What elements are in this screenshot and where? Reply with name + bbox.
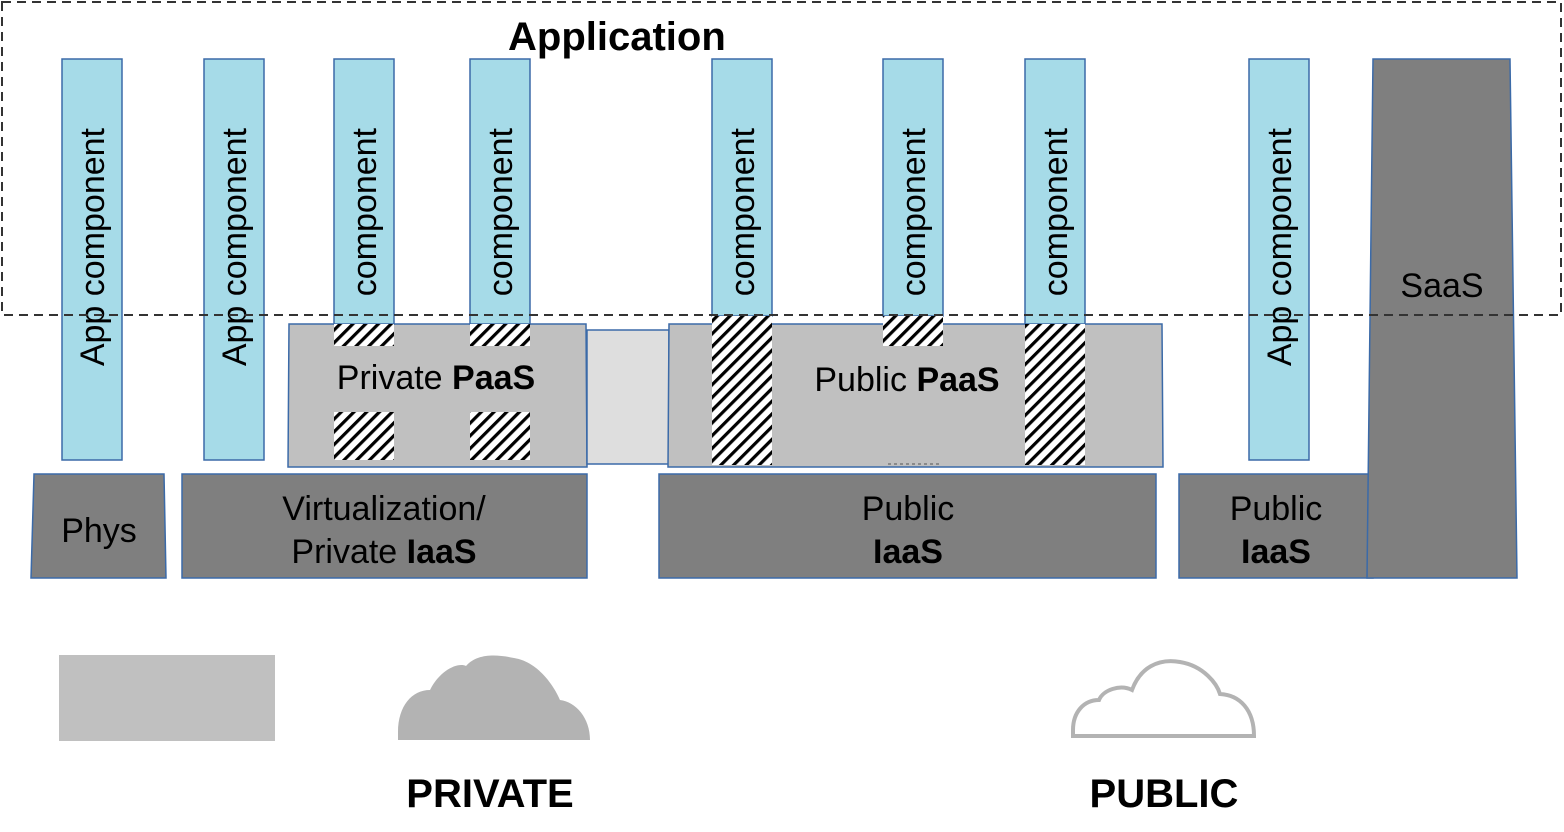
- component-bar: [1248, 58, 1310, 461]
- component-bar: [61, 58, 123, 461]
- component-label: component: [895, 127, 933, 296]
- hatch-area: [883, 316, 943, 346]
- component-bar: [882, 58, 944, 317]
- hatch-area: [334, 324, 394, 346]
- component-bar: [1024, 58, 1086, 325]
- paas-connector: [586, 329, 670, 465]
- public-iaas-label-line2: IaaS: [873, 533, 943, 571]
- component-label: App component: [1261, 127, 1299, 366]
- hatch-area: [1025, 324, 1085, 465]
- component-bar: [333, 58, 395, 325]
- component-label: component: [1037, 127, 1075, 296]
- hatch-area: [470, 412, 530, 460]
- component-bar: [469, 58, 531, 325]
- private-iaas-label: Private IaaS: [291, 533, 476, 571]
- private-cloud-icon: [398, 655, 590, 740]
- application-boundary: [1, 1, 1562, 316]
- hatched-overlaps: [334, 316, 1085, 465]
- private-legend-label: PRIVATE: [406, 772, 573, 816]
- public-legend-label: PUBLIC: [1090, 772, 1239, 816]
- hatch-area: [334, 412, 394, 460]
- public-cloud-icon: [1071, 659, 1257, 738]
- component-bars: App component App component component compo…: [61, 58, 1310, 461]
- component-label: component: [346, 127, 384, 296]
- public-iaas-block: [658, 473, 1157, 579]
- phys-block: [30, 473, 167, 579]
- component-label: component: [482, 127, 520, 296]
- component-bar: [203, 58, 265, 461]
- saas-label: SaaS: [1400, 267, 1483, 305]
- physical-legend-box: [59, 655, 275, 741]
- public-iaas-label-line1: Public: [862, 490, 955, 528]
- component-label: App component: [74, 127, 112, 366]
- public-paas-label: Public PaaS: [814, 361, 999, 399]
- hatch-area: [712, 316, 772, 465]
- application-title: Application: [508, 15, 726, 59]
- public-iaas-block-2: [1178, 473, 1374, 579]
- private-iaas-block: [181, 473, 588, 579]
- public-iaas-2-label-line1: Public: [1230, 490, 1323, 528]
- virtualization-label: Virtualization/: [282, 490, 486, 528]
- saas-block: [1366, 58, 1518, 579]
- component-label: App component: [216, 127, 254, 366]
- component-bar: [711, 58, 773, 317]
- private-paas-label: Private PaaS: [337, 359, 535, 397]
- hatch-area: [470, 324, 530, 346]
- phys-label: Phys: [61, 512, 137, 550]
- public-iaas-2-label-line2: IaaS: [1241, 533, 1311, 571]
- component-label: component: [724, 127, 762, 296]
